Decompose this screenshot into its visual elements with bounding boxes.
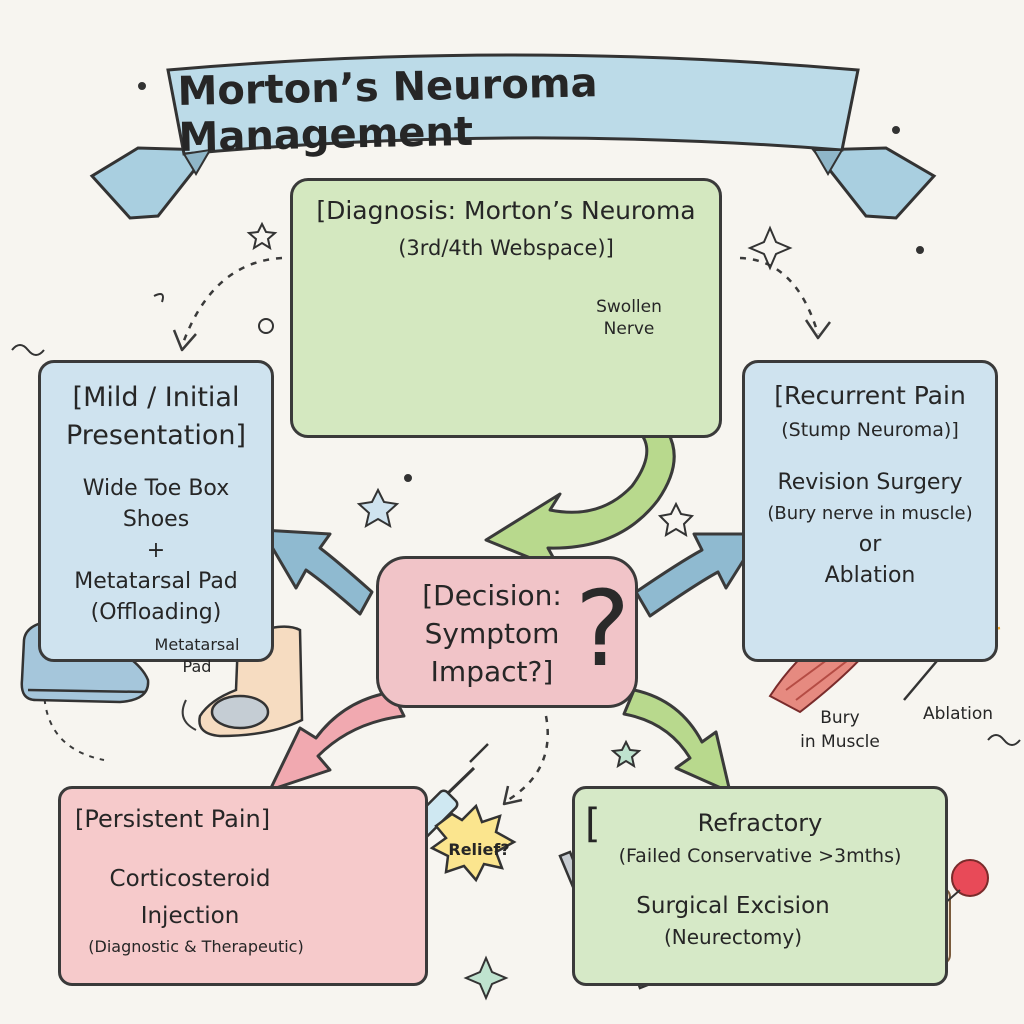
persistent-title-text: Persistent Pain [84, 805, 261, 833]
arrow-decision-to-recurrent [634, 532, 762, 618]
mild-line2: Shoes [122, 507, 190, 532]
decorative-sparkles [11, 82, 1021, 1001]
recurrent-line3: or [858, 532, 882, 557]
bury-label-line2: in Muscle [800, 732, 880, 752]
persistent-title: [Persistent Pain] [75, 805, 271, 833]
diagnosis-title-text: Diagnosis: Morton’s Neuroma [326, 196, 696, 225]
recurrent-pain-box: [Recurrent Pain (Stump Neuroma)] Revisio… [742, 360, 998, 662]
mild-line4: Metatarsal Pad [74, 569, 238, 594]
recurrent-line2: (Bury nerve in muscle) [767, 503, 973, 524]
recurrent-title-text: Recurrent Pain [783, 381, 966, 410]
bracket-left: [ [585, 801, 601, 847]
question-mark-icon: ? [575, 568, 631, 690]
persistent-line1: Corticosteroid [109, 866, 271, 892]
recurrent-title: [Recurrent Pain [774, 381, 966, 410]
arrow-decision-to-mild [260, 528, 374, 616]
foot-with-pad-illustration [198, 625, 304, 738]
mild-body: Wide Toe Box Shoes + Metatarsal Pad (Off… [45, 473, 267, 628]
swollen-label-line1: Swollen [596, 297, 662, 317]
bury-label-line1: Bury [820, 708, 860, 728]
refractory-subtitle-text: (Failed Conservative >3mths) [618, 845, 902, 867]
persistent-pain-box: [Persistent Pain] Corticosteroid Injecti… [58, 786, 428, 986]
recurrent-line1: Revision Surgery [777, 470, 963, 495]
mild-line1: Wide Toe Box [82, 476, 230, 501]
recurrent-subtitle-text: (Stump Neuroma) [781, 419, 952, 441]
decision-line1-text: Decision: [433, 579, 562, 612]
arrow-decision-to-refractory [622, 688, 732, 794]
refractory-line2: (Neurectomy) [663, 925, 803, 949]
persistent-body: Corticosteroid Injection [71, 861, 309, 935]
decision-box: [Decision: Symptom Impact?] ? [376, 556, 638, 708]
persistent-line2: Injection [140, 903, 240, 929]
decision-line3: Impact?] [430, 655, 554, 688]
relief-burst [429, 803, 517, 883]
mild-line3: + [146, 538, 166, 563]
recurrent-body: Revision Surgery (Bury nerve in muscle) … [747, 467, 993, 591]
pad-label-line1: Metatarsal [154, 635, 240, 654]
swollen-label-line2: Nerve [603, 319, 655, 339]
relief-label: Relief? [448, 840, 510, 859]
mild-title-line2: Presentation] [65, 420, 247, 451]
decision-line2: Symptom [424, 617, 560, 650]
swollen-nerve-label: Swollen Nerve [574, 296, 684, 340]
metatarsal-pad-label: Metatarsal Pad [142, 634, 252, 678]
refractory-title: [ Refractory [575, 801, 945, 847]
recurrent-line4: Ablation [824, 563, 916, 588]
recurrent-subtitle: (Stump Neuroma)] [781, 419, 959, 441]
refractory-line1: Surgical Excision [636, 893, 830, 919]
diagnosis-subtitle: (3rd/4th Webspace)] [290, 236, 722, 260]
flow-arrows [43, 256, 831, 806]
pad-label-line2: Pad [182, 657, 212, 676]
mild-title-line1: [Mild / Initial [72, 382, 240, 413]
mild-title-line1-text: Mild / Initial [83, 382, 240, 413]
bury-in-muscle-label: Bury in Muscle [780, 706, 900, 754]
ablation-label: Ablation [922, 704, 994, 724]
refractory-subtitle: (Failed Conservative >3mths) [581, 845, 939, 867]
bracket-left: [ [316, 196, 327, 225]
persistent-subtitle: (Diagnostic & Therapeutic) [88, 937, 304, 956]
title-banner-ribbon [89, 53, 937, 220]
decision-line3-text: Impact? [430, 655, 543, 688]
mild-presentation-box: [Mild / Initial Presentation] Wide Toe B… [38, 360, 274, 662]
mild-title: [Mild / Initial Presentation] [49, 379, 263, 455]
arrow-diagnosis-to-decision [484, 410, 676, 572]
decision-line1: [Decision: [422, 579, 562, 612]
bracket-right: ] [605, 236, 614, 260]
refractory-box: [ Refractory (Failed Conservative >3mths)… [572, 786, 948, 986]
decision-text: [Decision: Symptom Impact?] [397, 577, 587, 691]
mild-title-line2-text: Presentation [65, 420, 236, 451]
diagnosis-title: [Diagnosis: Morton’s Neuroma [290, 196, 722, 225]
refractory-title-text: Refractory [697, 809, 823, 837]
diagnosis-subtitle-text: (3rd/4th Webspace) [398, 236, 606, 260]
diagnosis-box [290, 178, 722, 438]
page-title: Morton’s Neuroma Management [177, 60, 598, 161]
arrow-decision-to-persistent [268, 690, 406, 792]
mild-line5: (Offloading) [90, 600, 222, 625]
